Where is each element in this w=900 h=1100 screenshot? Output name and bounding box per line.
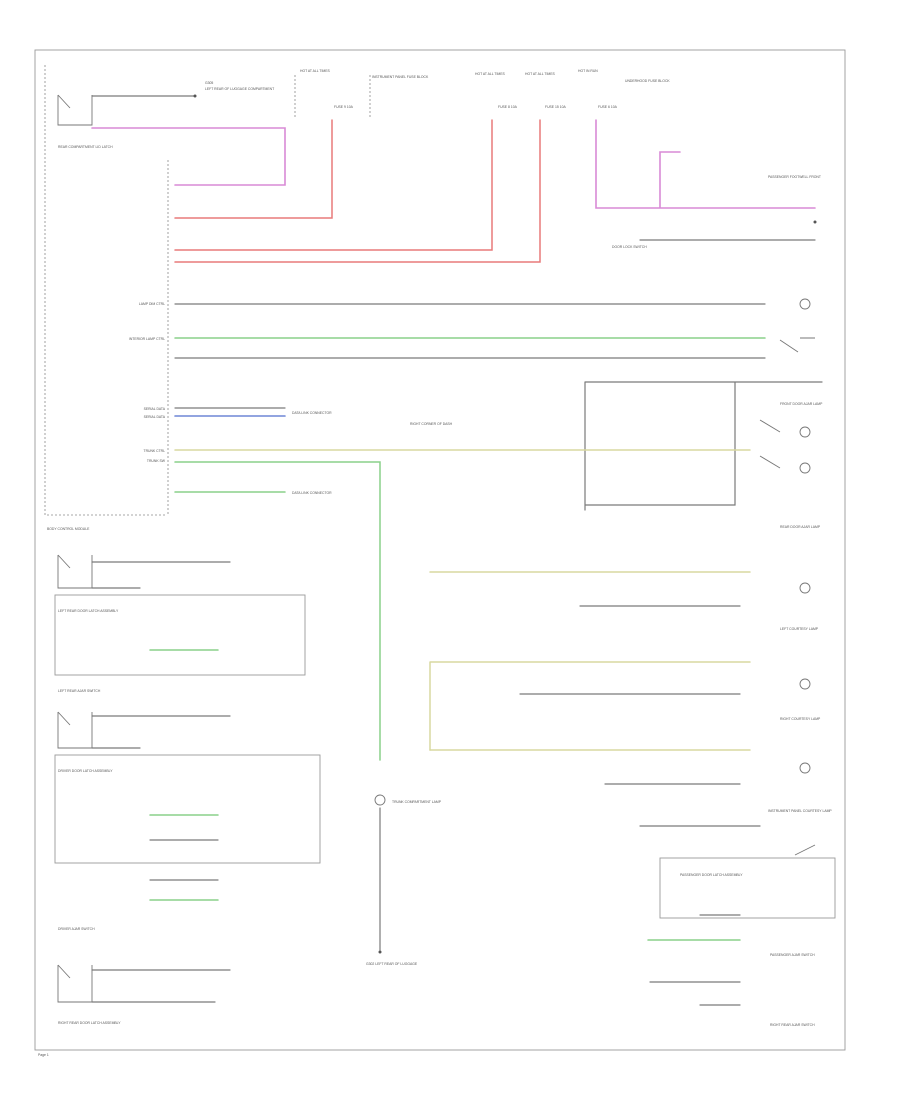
label-left-rear-ajar: LEFT REAR AJAR SWITCH bbox=[58, 689, 101, 693]
wire-red-2 bbox=[174, 119, 493, 251]
label-underhood: UNDERHOOD FUSE BLOCK bbox=[625, 79, 670, 83]
connector-passenger bbox=[813, 220, 817, 224]
label-hot-2: HOT AT ALL TIMES bbox=[475, 72, 506, 76]
trunk-lamp-symbol bbox=[374, 794, 386, 806]
left-rear-latch-box bbox=[54, 594, 306, 676]
label-door-lock-sw: DOOR LOCK SWITCH bbox=[612, 245, 647, 249]
label-right-rear-latch: RIGHT REAR DOOR LATCH ASSEMBLY bbox=[58, 1021, 121, 1025]
label-right-courtesy: RIGHT COURTESY LAMP bbox=[780, 717, 821, 721]
driver-latch-box bbox=[54, 754, 321, 864]
label-rear-door-lamp: REAR DOOR AJAR LAMP bbox=[780, 525, 821, 529]
wire-pink-top-left bbox=[91, 127, 286, 186]
label-hot-4: HOT IN RUN bbox=[578, 69, 598, 73]
left-rear-latch-switch bbox=[57, 554, 93, 589]
label-passenger-footwell: PASSENGER FOOTWELL FRONT bbox=[768, 175, 821, 179]
label-serial-data-2: SERIAL DATA bbox=[144, 415, 166, 419]
interior-switch-symbol bbox=[779, 337, 815, 353]
label-fuse-3: FUSE 15 10A bbox=[545, 105, 566, 109]
left-courtesy-symbol bbox=[799, 678, 811, 690]
ground-g302 bbox=[378, 950, 382, 954]
label-passenger-ajar: PASSENGER AJAR SWITCH bbox=[770, 953, 815, 957]
label-fuse-4: FUSE 6 10A bbox=[598, 105, 618, 109]
label-ip-fuse-block: INSTRUMENT PANEL FUSE BLOCK bbox=[372, 75, 429, 79]
right-courtesy-symbol bbox=[799, 762, 811, 774]
bcm-label: BODY CONTROL MODULE bbox=[47, 527, 90, 531]
label-front-door-lamp: FRONT DOOR AJAR LAMP bbox=[780, 402, 823, 406]
wire-yellow-left-courtesy bbox=[429, 661, 751, 751]
label-left-rear-g: G302 LEFT REAR OF LUGGAGE bbox=[366, 962, 418, 966]
rear-lamp-symbol bbox=[799, 582, 811, 594]
front-lamp-symbol-2 bbox=[799, 462, 811, 474]
driver-latch-switch bbox=[57, 711, 93, 749]
ip-courtesy-switch bbox=[794, 844, 816, 856]
front-switch-symbol bbox=[759, 419, 781, 469]
label-trunk-ctrl: TRUNK CTRL bbox=[144, 449, 166, 453]
label-passenger-latch: PASSENGER DOOR LATCH ASSEMBLY bbox=[680, 873, 743, 877]
label-serial-data-1: SERIAL DATA bbox=[144, 407, 166, 411]
ground-g305 bbox=[193, 94, 197, 98]
ip-fuse-block-outline bbox=[294, 75, 371, 118]
rear-compartment-switch: REAR COMPARTMENT LID LATCH bbox=[57, 94, 113, 149]
label-g305: G305 bbox=[205, 81, 213, 85]
label-left-rear-latch: LEFT REAR DOOR LATCH ASSEMBLY bbox=[58, 609, 119, 613]
label-left-courtesy: LEFT COURTESY LAMP bbox=[780, 627, 819, 631]
wire-green-trunk bbox=[174, 461, 381, 761]
svg-text:REAR COMPARTMENT LID LATCH: REAR COMPARTMENT LID LATCH bbox=[58, 145, 113, 149]
page-label: Page 1 bbox=[38, 1053, 49, 1057]
passenger-latch-box bbox=[659, 857, 836, 919]
label-driver-latch: DRIVER DOOR LATCH ASSEMBLY bbox=[58, 769, 113, 773]
wire-pink-right bbox=[595, 119, 816, 209]
wire-red-3 bbox=[174, 119, 541, 263]
label-ip-courtesy: INSTRUMENT PANEL COURTESY LAMP bbox=[768, 809, 832, 813]
label-data-link-2: DATA LINK CONNECTOR bbox=[292, 491, 332, 495]
label-driver-ajar: DRIVER AJAR SWITCH bbox=[58, 927, 95, 931]
bcm-boundary bbox=[44, 65, 169, 516]
label-hot-3: HOT AT ALL TIMES bbox=[525, 72, 556, 76]
label-interior-lamp: INTERIOR LAMP CTRL bbox=[129, 337, 165, 341]
diagram-frame bbox=[34, 49, 846, 1051]
label-hot-1: HOT AT ALL TIMES bbox=[300, 69, 331, 73]
label-trunk-sw: TRUNK SW bbox=[147, 459, 166, 463]
label-lamp-dim: LAMP DIM CTRL bbox=[139, 302, 165, 306]
front-lamp-symbol-1 bbox=[799, 426, 811, 438]
right-rear-latch-switch bbox=[57, 964, 93, 1003]
label-fuse-2: FUSE 8 10A bbox=[498, 105, 518, 109]
wire-red-1 bbox=[174, 119, 333, 219]
label-right-rear-ajar: RIGHT REAR AJAR SWITCH bbox=[770, 1023, 815, 1027]
label-right-corner: RIGHT CORNER OF DASH bbox=[410, 422, 453, 426]
label-fuse-1: FUSE 9 10A bbox=[334, 105, 354, 109]
label-data-link: DATA LINK CONNECTOR bbox=[292, 411, 332, 415]
lamp-dim-symbol bbox=[799, 298, 811, 310]
label-trunk-lamp: TRUNK COMPARTMENT LAMP bbox=[392, 800, 442, 804]
wire-black-right-bus bbox=[584, 381, 823, 511]
label-left-rear-corner: LEFT REAR OF LUGGAGE COMPARTMENT bbox=[205, 87, 274, 91]
